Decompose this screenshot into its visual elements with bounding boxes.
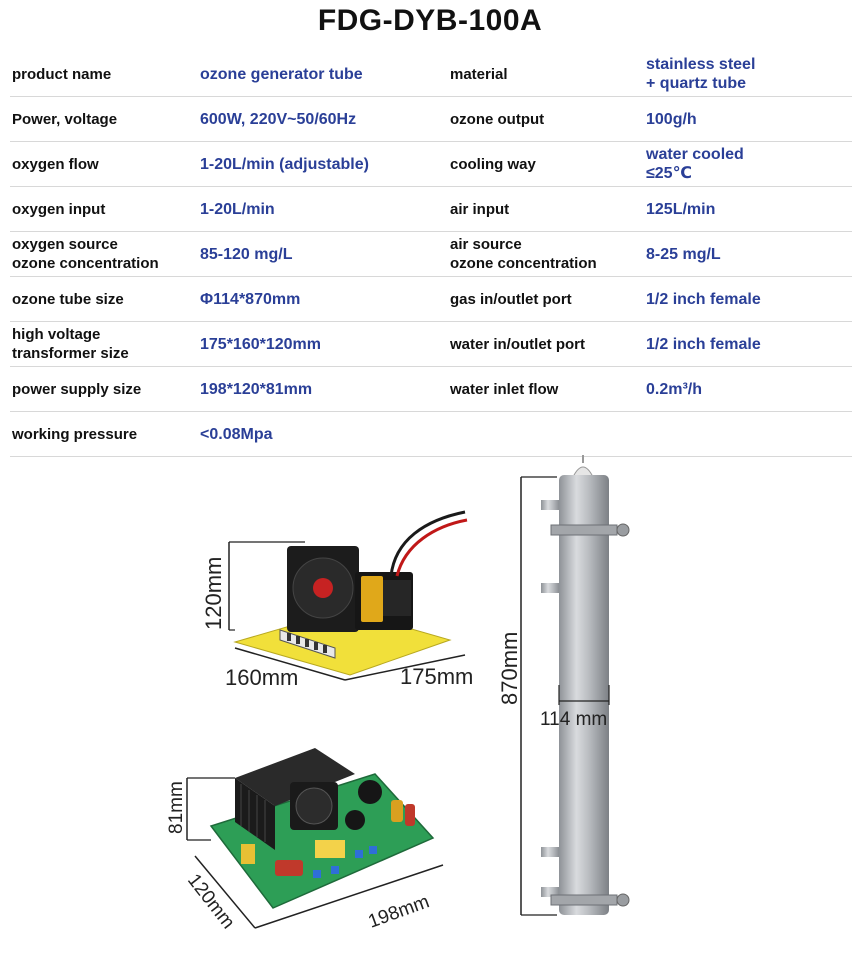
spec-value: 1/2 inch female [646,335,761,353]
power-supply-photo: 81mm 120mm 198mm [166,748,444,933]
transformer-depth-label: 175mm [400,664,473,689]
spec-label: air source ozone concentration [450,236,597,272]
spec-row: oxygen flow 1-20L/min (adjustable) cooli… [10,142,852,187]
spec-value: Φ114*870mm [200,290,301,308]
spec-value: 100g/h [646,110,697,128]
spec-label: power supply size [12,380,142,398]
ozone-tube-photo: 870mm 114 mm [497,455,630,916]
spec-row: oxygen source ozone concentration 85-120… [10,232,852,277]
spec-label: material [450,65,508,83]
transformer-width-label: 160mm [225,665,298,690]
spec-row: oxygen input 1-20L/min air input 125L/mi… [10,187,852,232]
spec-label: water in/outlet port [450,335,585,353]
spec-label: working pressure [12,425,138,443]
spec-label: ozone tube size [12,290,124,308]
spec-row: Power, voltage 600W, 220V~50/60Hz ozone … [10,97,852,142]
spec-value: ozone generator tube [200,65,363,83]
spec-value: 1-20L/min [200,200,275,218]
spec-table: product name ozone generator tube materi… [10,52,852,457]
spec-value: 1/2 inch female [646,290,761,308]
spec-value: 600W, 220V~50/60Hz [200,110,357,128]
spec-row: high voltage transformer size 175*160*12… [10,322,852,367]
tube-diameter-label: 114 mm [540,709,607,730]
spec-value: 1-20L/min (adjustable) [200,155,369,173]
spec-row: power supply size 198*120*81mm water inl… [10,367,852,412]
spec-label: cooling way [450,155,536,173]
product-model-title: FDG-DYB-100A [317,4,543,37]
spec-value: 198*120*81mm [200,380,313,398]
spec-row: working pressure <0.08Mpa [10,412,852,457]
spec-label: air input [450,200,510,218]
spec-value: 85-120 mg/L [200,245,293,263]
transformer-photo: 120mm 160mm 175mm [201,510,473,690]
spec-value: stainless steel + quartz tube [646,56,756,92]
spec-value: 125L/min [646,200,716,218]
tube-length-label: 870mm [497,632,522,705]
spec-row: ozone tube size Φ114*870mm gas in/outlet… [10,277,852,322]
power-supply-depth-label: 198mm [366,891,433,932]
spec-label: gas in/outlet port [450,290,572,308]
spec-label: product name [12,65,112,83]
power-supply-height-label: 81mm [166,781,187,834]
spec-value: 0.2m³/h [646,380,703,398]
spec-value: 175*160*120mm [200,335,321,353]
transformer-height-label: 120mm [201,557,226,630]
spec-label: ozone output [450,110,545,128]
spec-value: water cooled ≤25℃ [646,146,744,182]
spec-label: oxygen input [12,200,106,218]
spec-value: <0.08Mpa [200,425,273,443]
power-supply-width-label: 120mm [183,870,239,933]
spec-label: high voltage transformer size [12,326,129,362]
spec-label: oxygen flow [12,155,99,173]
spec-row: product name ozone generator tube materi… [10,52,852,97]
spec-label: oxygen source ozone concentration [12,236,159,272]
spec-label: water inlet flow [450,380,559,398]
spec-value: 8-25 mg/L [646,245,721,263]
spec-label: Power, voltage [12,110,118,128]
